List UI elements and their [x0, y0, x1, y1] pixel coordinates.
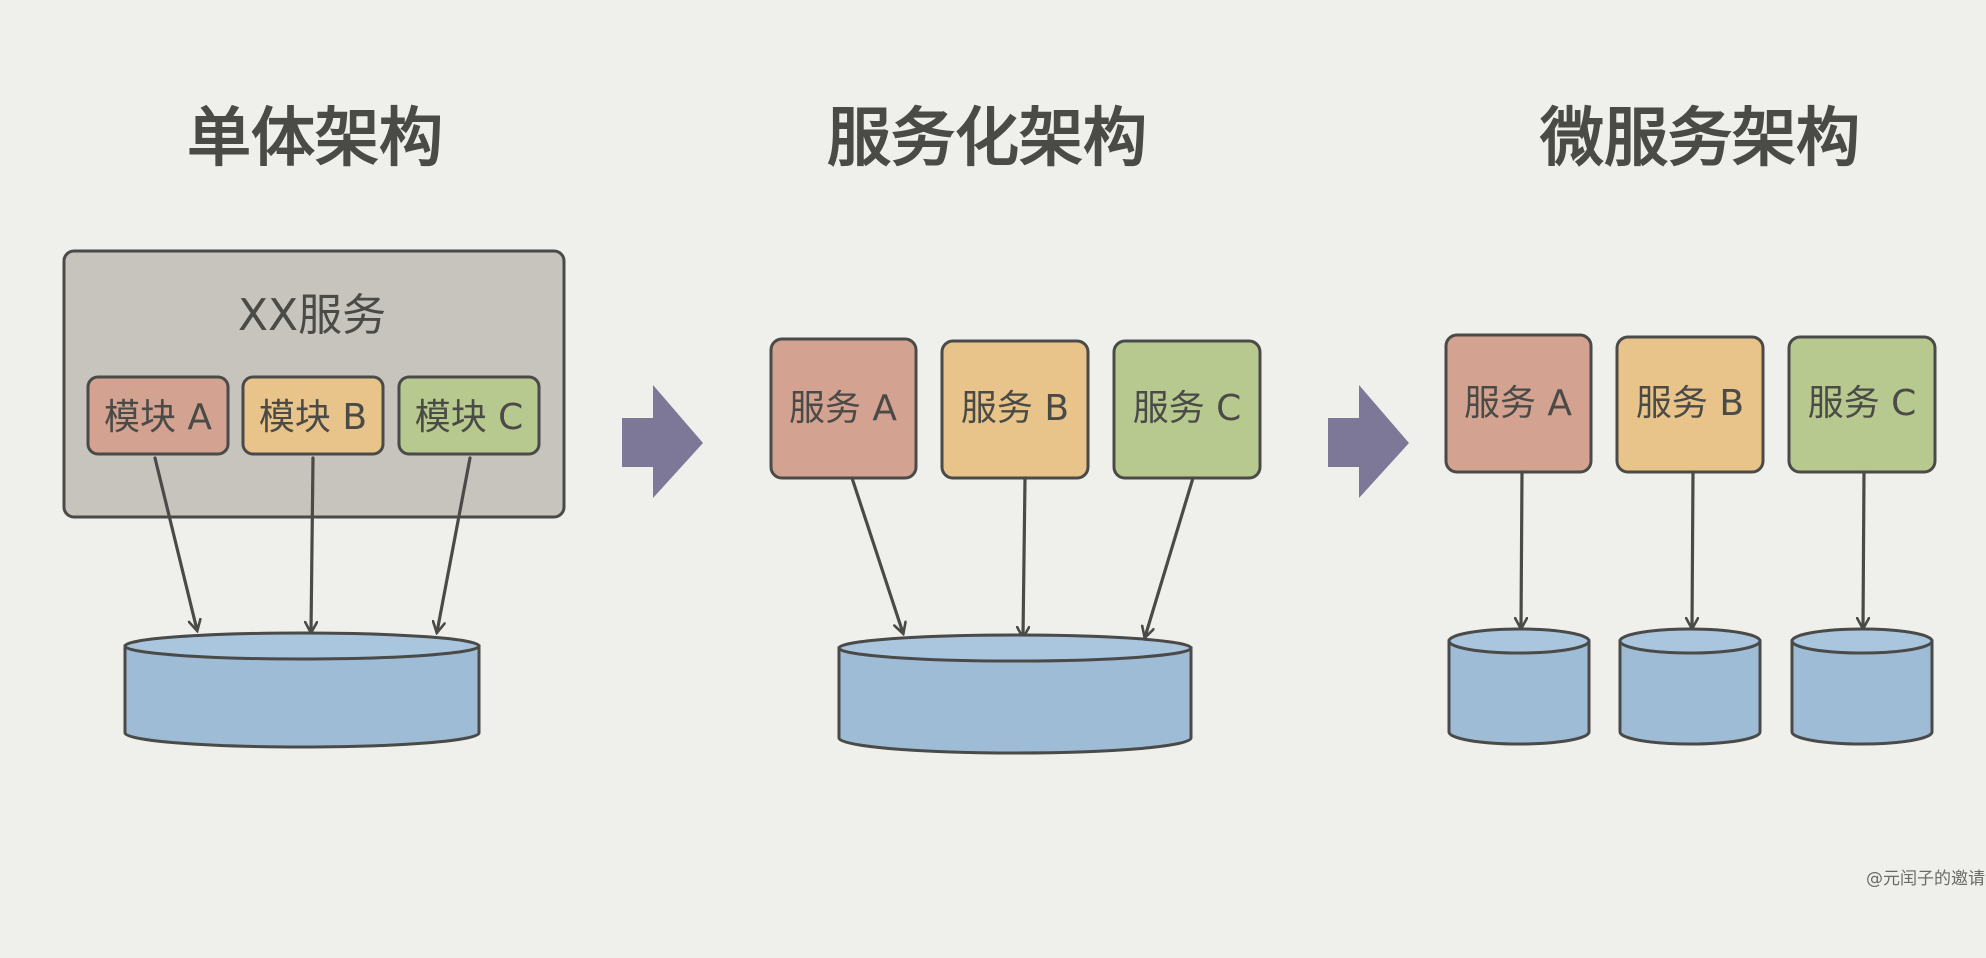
micro-service-a-to-db-arrow — [1521, 470, 1522, 628]
micro-database-a — [1447, 627, 1591, 746]
soa-service-c-to-db-arrow — [1145, 476, 1195, 637]
soa-service-b-box — [940, 339, 1090, 480]
soa-service-a-label: 服务 A — [789, 388, 897, 429]
micro-service-b-label: 服务 B — [1636, 383, 1744, 424]
monolith-section: XX服务 模块 A 模块 B 模块 C — [62, 249, 566, 749]
watermark: @元闰子的邀请 — [1866, 869, 1985, 889]
micro-service-c-to-db-arrow — [1863, 470, 1864, 628]
soa-service-b-label: 服务 B — [961, 388, 1069, 429]
micro-service-b-to-db-arrow — [1692, 470, 1693, 628]
module-a-label: 模块 A — [104, 397, 212, 438]
soa-service-b-to-db-arrow — [1023, 476, 1025, 637]
title-microservice: 微服务架构 — [1539, 102, 1860, 176]
micro-database-c — [1790, 627, 1934, 746]
module-b-label: 模块 B — [259, 397, 367, 438]
module-c-box — [397, 375, 541, 456]
micro-service-a-label: 服务 A — [1464, 383, 1572, 424]
module-c-label: 模块 C — [415, 397, 524, 438]
title-soa: 服务化架构 — [827, 102, 1147, 176]
transition-arrow-2 — [1328, 385, 1409, 498]
soa-service-a-to-db-arrow — [850, 476, 903, 633]
micro-service-a-box — [1444, 333, 1593, 474]
monolith-database — [123, 631, 481, 749]
micro-service-c-box — [1787, 335, 1937, 474]
module-b-to-db-arrow — [311, 456, 313, 632]
soa-database — [837, 633, 1193, 755]
title-monolith: 单体架构 — [187, 102, 443, 176]
microservice-section: 服务 A 服务 B 服务 C — [1444, 333, 1937, 746]
micro-database-b — [1618, 627, 1762, 746]
micro-service-c-label: 服务 C — [1808, 383, 1917, 424]
soa-service-a-box — [769, 337, 918, 480]
soa-service-c-label: 服务 C — [1133, 388, 1242, 429]
micro-service-b-box — [1615, 335, 1765, 474]
soa-service-c-box — [1112, 339, 1262, 480]
module-c-to-db-arrow — [437, 456, 472, 632]
module-a-to-db-arrow — [153, 456, 197, 630]
module-b-box — [241, 375, 385, 456]
transition-arrow-1 — [622, 385, 703, 498]
soa-section: 服务 A 服务 B 服务 C — [769, 337, 1262, 755]
monolith-container-label: XX服务 — [238, 290, 386, 341]
module-a-box — [86, 375, 230, 456]
